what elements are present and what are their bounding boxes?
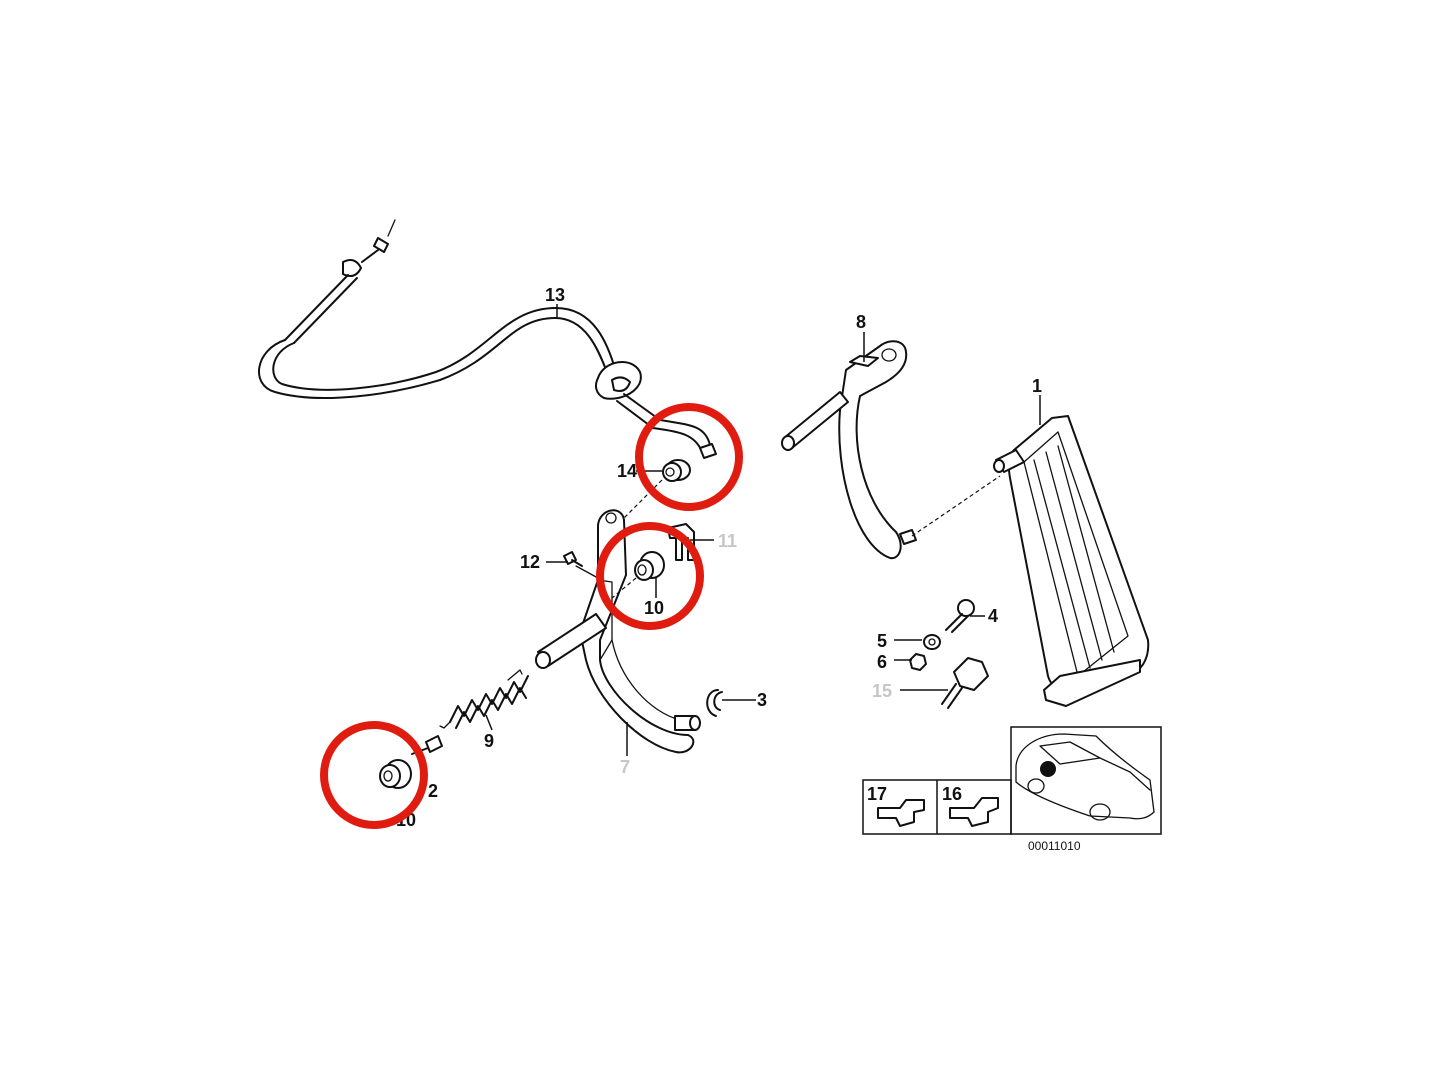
grommet-10-upper [634, 551, 665, 581]
callout-13: 13 [545, 285, 565, 305]
pin-12-guide [575, 565, 599, 579]
grommet-14 [662, 459, 691, 482]
assembly-line-10 [611, 577, 637, 599]
grommet-10-lower [379, 759, 412, 789]
callout-5: 5 [877, 631, 887, 651]
nut-6 [909, 653, 927, 671]
callout-1: 1 [1032, 376, 1042, 396]
callout-15: 15 [872, 681, 892, 701]
highlight-ring-grommet-14 [635, 403, 743, 511]
pedal-arm-8 [781, 340, 917, 560]
callout-9: 9 [484, 731, 494, 751]
pedal-stop-15 [941, 657, 989, 709]
callout-3: 3 [757, 690, 767, 710]
bolt-4 [945, 599, 975, 633]
accelerator-pedal-1 [993, 415, 1150, 707]
spring-9 [439, 669, 529, 729]
car-location-icon [1015, 733, 1155, 821]
circlip-3 [706, 689, 723, 717]
callout-12: 12 [520, 552, 540, 572]
callout-6: 6 [877, 652, 887, 672]
highlight-ring-grommet-10-upper [596, 522, 704, 630]
assembly-line-8-1 [911, 475, 1001, 537]
callout-12-lower: 2 [428, 781, 438, 801]
leader-lines [485, 304, 1041, 756]
callout-10-upper: 10 [644, 598, 664, 618]
callout-17: 17 [867, 784, 887, 804]
callout-7: 7 [620, 757, 630, 777]
pedal-lever-7 [535, 509, 701, 754]
highlight-ring-grommet-10-lower [320, 721, 428, 829]
callout-4: 4 [988, 606, 998, 626]
location-dot [1040, 761, 1056, 777]
clip-16 [949, 797, 999, 827]
inset-box [862, 726, 1162, 835]
callout-8: 8 [856, 312, 866, 332]
assembly-line-14 [621, 479, 663, 521]
callout-16: 16 [942, 784, 962, 804]
callout-14: 14 [617, 461, 637, 481]
callout-11: 11 [718, 531, 737, 551]
pin-12 [563, 551, 583, 567]
highlight-rings [320, 403, 743, 829]
washer-5 [923, 634, 941, 650]
throttle-cable [258, 219, 717, 459]
clip-17 [877, 799, 925, 827]
reference-number: 00011010 [1028, 839, 1081, 853]
